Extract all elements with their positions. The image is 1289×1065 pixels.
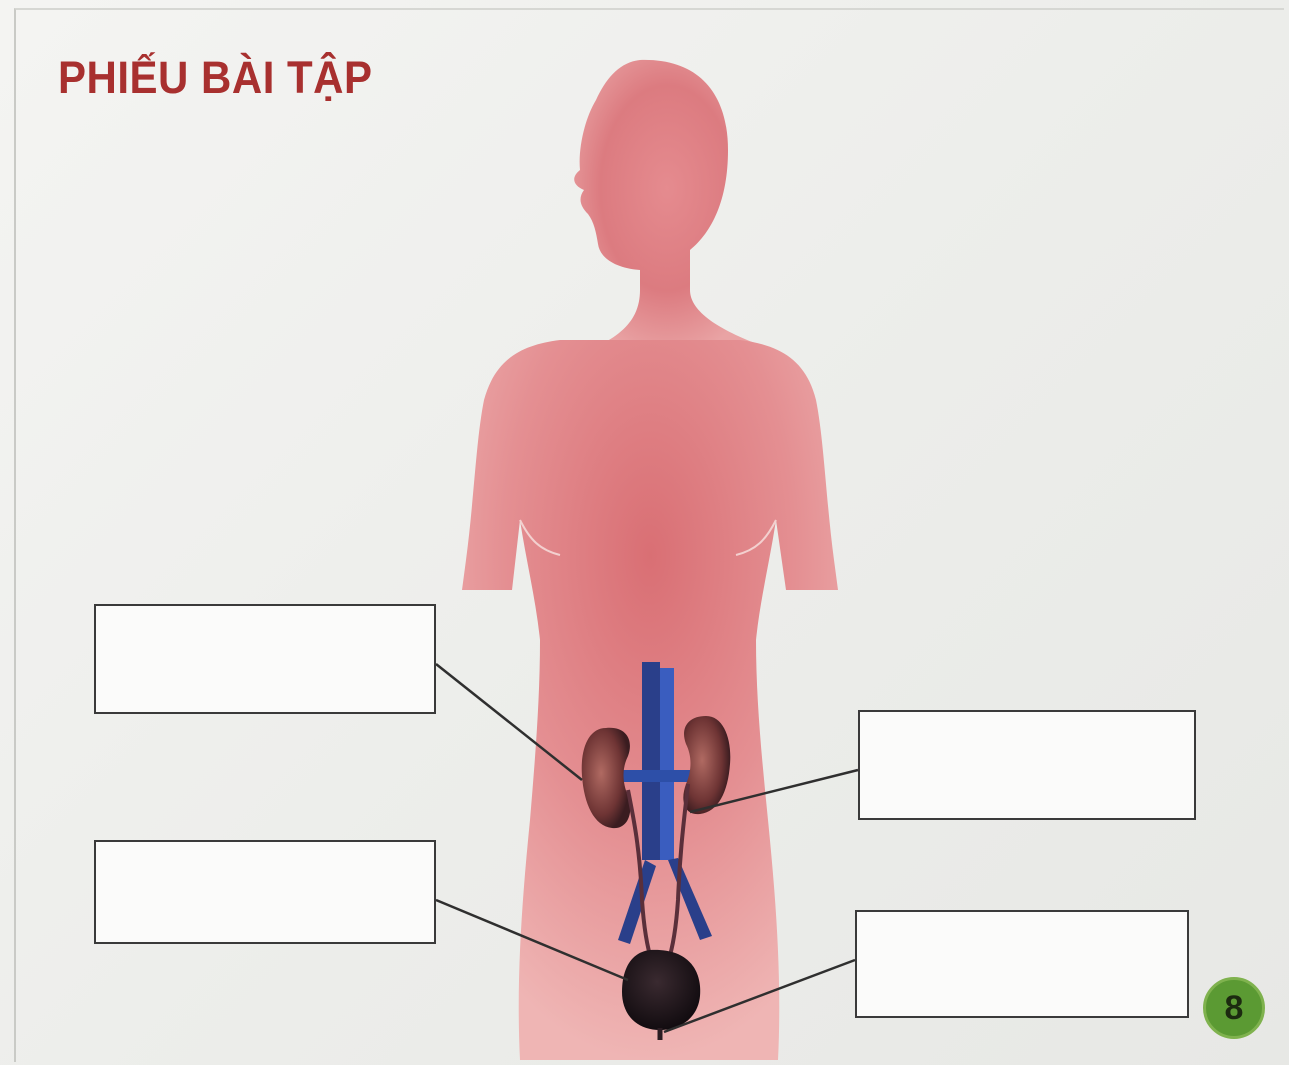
aorta [660,668,674,860]
answer-box-bottom-right[interactable] [855,910,1189,1018]
bladder [622,950,700,1030]
answer-box-bottom-left[interactable] [94,840,436,944]
head-silhouette [574,60,760,345]
renal-vessels [612,770,700,782]
vena-cava [642,662,660,860]
answer-box-top-right[interactable] [858,710,1196,820]
page-number: 8 [1225,989,1244,1028]
answer-box-top-left[interactable] [94,604,436,714]
page-number-badge: 8 [1203,977,1265,1039]
